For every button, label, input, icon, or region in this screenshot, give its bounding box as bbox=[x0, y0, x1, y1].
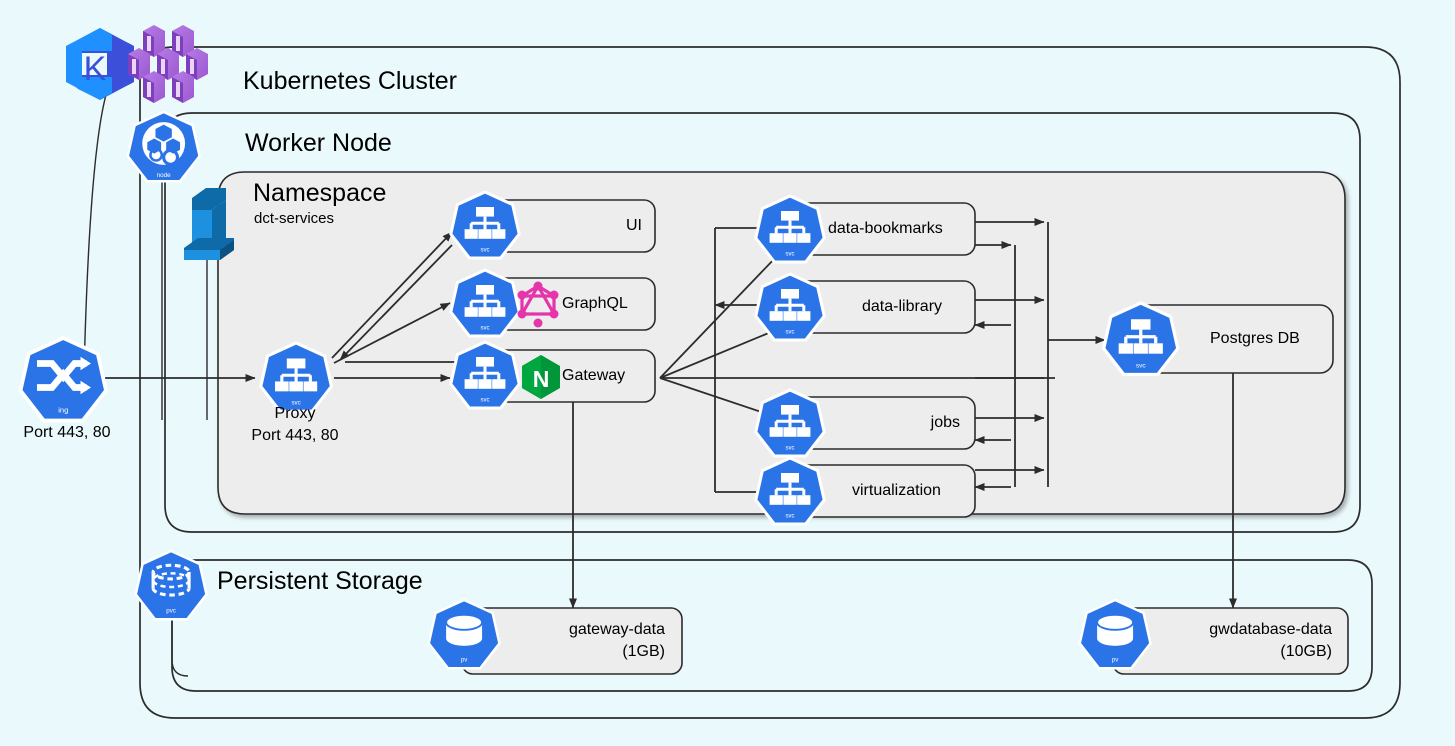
svg-text:svc: svc bbox=[481, 325, 490, 331]
svc-icon-data-library: svc bbox=[754, 272, 826, 342]
svg-text:node: node bbox=[157, 172, 172, 179]
kubernetes-cluster-icon: K bbox=[66, 28, 134, 100]
svc-icon-ui: svc bbox=[449, 190, 521, 260]
svc-icon-proxy: svc bbox=[259, 341, 334, 413]
pods-cluster-icon bbox=[128, 25, 208, 103]
svg-text:N: N bbox=[533, 366, 550, 392]
svc-icon-virtualization: svc bbox=[754, 456, 826, 526]
svg-text:svc: svc bbox=[786, 251, 795, 257]
pv-icon-gwdatabase-data: pv bbox=[1078, 598, 1152, 670]
graphql-icon bbox=[517, 281, 559, 328]
svg-text:svc: svc bbox=[786, 513, 795, 519]
svg-text:svc: svc bbox=[481, 247, 490, 253]
pvc-icon: pvc bbox=[134, 549, 208, 621]
svg-text:ing: ing bbox=[58, 405, 68, 414]
svc-icon-gateway: svc bbox=[449, 340, 521, 410]
pv-icon-gateway-data: pv bbox=[427, 598, 501, 670]
svg-text:svc: svc bbox=[481, 397, 490, 403]
node-icon: node bbox=[126, 110, 201, 183]
svg-text:pv: pv bbox=[1112, 656, 1119, 663]
svg-text:svc: svc bbox=[786, 329, 795, 335]
svc-icon-graphql: svc bbox=[449, 268, 521, 338]
svg-text:pv: pv bbox=[461, 656, 468, 663]
svg-text:svc: svc bbox=[1136, 362, 1147, 369]
svg-text:svc: svc bbox=[291, 399, 300, 406]
ingress-icon: ing bbox=[18, 335, 109, 423]
namespace-icon bbox=[184, 188, 234, 260]
svc-icon-postgres-db: svc bbox=[1101, 301, 1180, 377]
svg-text:pvc: pvc bbox=[166, 607, 176, 614]
nginx-icon: N bbox=[522, 355, 560, 399]
svg-text:K: K bbox=[84, 50, 107, 88]
svc-icon-jobs: svc bbox=[754, 388, 826, 458]
svc-icon-data-bookmarks: svc bbox=[754, 194, 826, 264]
svg-text:svc: svc bbox=[786, 445, 795, 451]
